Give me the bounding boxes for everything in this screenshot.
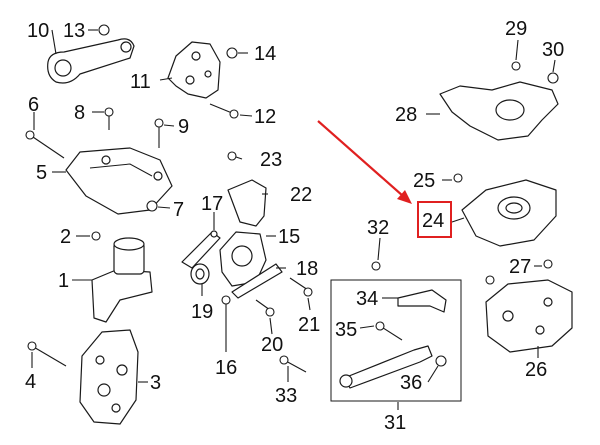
callout-30: 30 (542, 39, 564, 61)
callout-25: 25 (413, 170, 435, 192)
part-30-nut (547, 72, 559, 84)
callout-28: 28 (395, 104, 417, 126)
part-32-bolt (371, 261, 381, 271)
callout-23: 23 (260, 149, 282, 171)
callout-9: 9 (178, 116, 189, 138)
part-12-bolt (209, 103, 239, 119)
callout-2: 2 (60, 226, 71, 248)
callout-29: 29 (505, 18, 527, 40)
callout-33: 33 (275, 385, 297, 407)
part-13-nut (98, 24, 110, 36)
part-34-bracket (397, 289, 447, 313)
part-4-bolt (27, 341, 67, 367)
part-8-bolt (104, 107, 114, 130)
callout-3: 3 (150, 372, 161, 394)
callout-21: 21 (298, 314, 320, 336)
callout-1: 1 (58, 270, 69, 292)
callout-6: 6 (28, 94, 39, 116)
callout-20: 20 (261, 334, 283, 356)
callout-7: 7 (173, 199, 184, 221)
part-24-mount (461, 179, 557, 247)
highlight-arrow (317, 120, 412, 204)
part-19-bushing (190, 263, 210, 285)
part-7-nut (146, 200, 158, 212)
part-27-bolt-right (543, 259, 553, 269)
callout-11: 11 (130, 71, 151, 93)
part-2-bolt (91, 231, 101, 241)
part-16-bolt (221, 295, 231, 336)
part-26-bracket (485, 279, 573, 353)
callout-10: 10 (27, 20, 49, 42)
part-27-bolt-left (485, 275, 495, 285)
callout-14: 14 (254, 43, 276, 65)
part-35-bolt (375, 321, 403, 341)
part-9-bolt (154, 118, 164, 148)
part-20-bolt (255, 299, 275, 317)
part-15-mount (219, 231, 267, 287)
callout-5: 5 (36, 162, 47, 184)
callout-32: 32 (367, 217, 389, 239)
callout-16: 16 (215, 357, 237, 379)
part-5-cover (65, 147, 173, 215)
part-29-bolt (511, 61, 521, 71)
callout-19: 19 (191, 301, 213, 323)
part-3-bracket (79, 329, 139, 425)
callout-26: 26 (525, 359, 547, 381)
part-31-group-box (330, 279, 462, 402)
part-28-bracket (439, 81, 559, 141)
callout-31: 31 (384, 412, 406, 434)
callout-15: 15 (278, 226, 300, 248)
part-18-arm (231, 263, 283, 299)
callout-35: 35 (335, 319, 357, 341)
part-11-bracket (167, 41, 221, 99)
callout-36: 36 (400, 372, 422, 394)
part-17-arm (181, 230, 221, 269)
callout-24: 24 (422, 210, 444, 232)
callout-18: 18 (296, 258, 318, 280)
highlight-box-24 (417, 201, 452, 238)
part-23-bolt (227, 151, 237, 161)
part-1-mount (91, 237, 153, 323)
part-25-bolt (453, 173, 463, 183)
callout-34: 34 (356, 288, 378, 310)
callout-4: 4 (25, 371, 36, 393)
callout-8: 8 (74, 102, 85, 124)
part-14-nut (226, 47, 238, 59)
leader-lines (31, 29, 556, 410)
part-21-bolt (289, 277, 313, 297)
callout-13: 13 (63, 20, 85, 42)
callout-12: 12 (254, 106, 276, 128)
part-36-nut (435, 355, 447, 367)
part-33-bolt (279, 355, 307, 373)
callout-17: 17 (201, 193, 223, 215)
callout-labels: 10 13 11 14 12 6 8 9 5 7 2 1 3 4 23 22 1… (25, 18, 564, 434)
callout-27: 27 (509, 256, 531, 278)
callout-22: 22 (290, 184, 312, 206)
part-6-bolt (25, 130, 65, 159)
part-31-torque-rod (339, 345, 433, 389)
part-10-torque-rod (47, 38, 135, 84)
part-22-bracket (227, 179, 267, 227)
